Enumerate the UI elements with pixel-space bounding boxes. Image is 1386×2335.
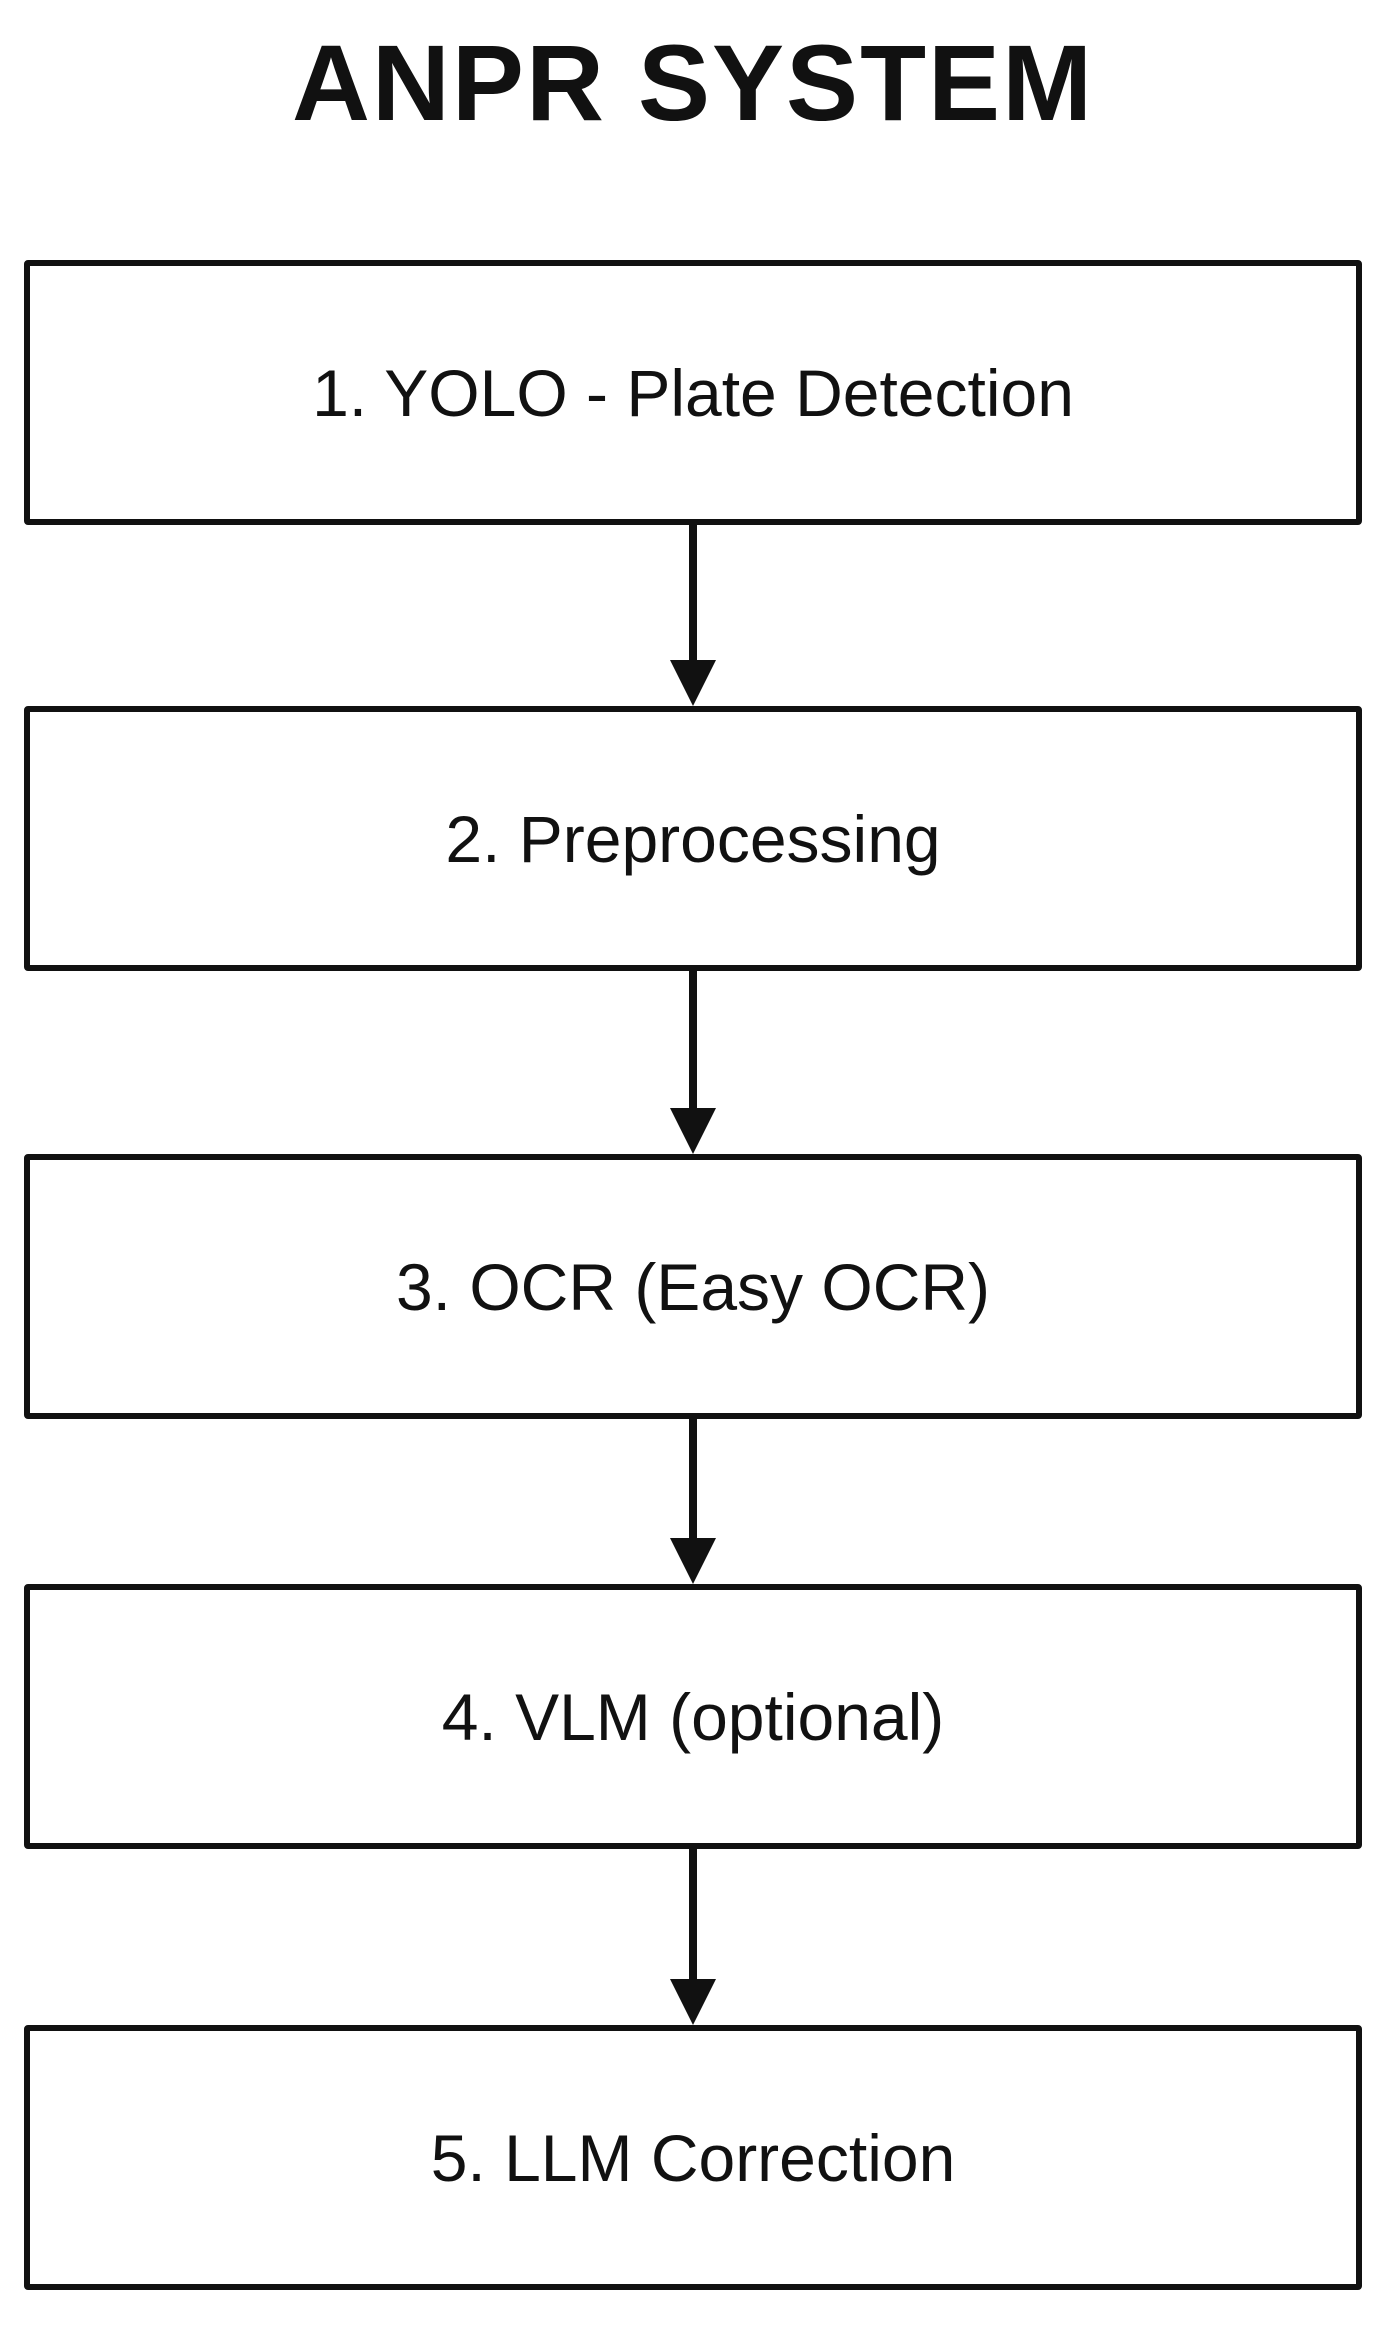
arrow-4-to-5 bbox=[670, 1849, 716, 2025]
step-label: 2. Preprocessing bbox=[445, 801, 941, 876]
step-label: 4. VLM (optional) bbox=[441, 1679, 945, 1754]
step-ocr: 3. OCR (Easy OCR) bbox=[24, 1154, 1362, 1419]
step-label: 1. YOLO - Plate Detection bbox=[312, 355, 1074, 430]
diagram-title: ANPR SYSTEM bbox=[291, 22, 1095, 143]
arrow-2-to-3 bbox=[670, 971, 716, 1154]
step-yolo-plate-detection: 1. YOLO - Plate Detection bbox=[24, 260, 1362, 525]
arrow-3-to-4 bbox=[670, 1419, 716, 1584]
step-vlm: 4. VLM (optional) bbox=[24, 1584, 1362, 1849]
step-label: 3. OCR (Easy OCR) bbox=[395, 1249, 991, 1324]
arrow-1-to-2 bbox=[670, 525, 716, 706]
step-label: 5. LLM Correction bbox=[430, 2120, 956, 2195]
step-preprocessing: 2. Preprocessing bbox=[24, 706, 1362, 971]
step-llm-correction: 5. LLM Correction bbox=[24, 2025, 1362, 2290]
